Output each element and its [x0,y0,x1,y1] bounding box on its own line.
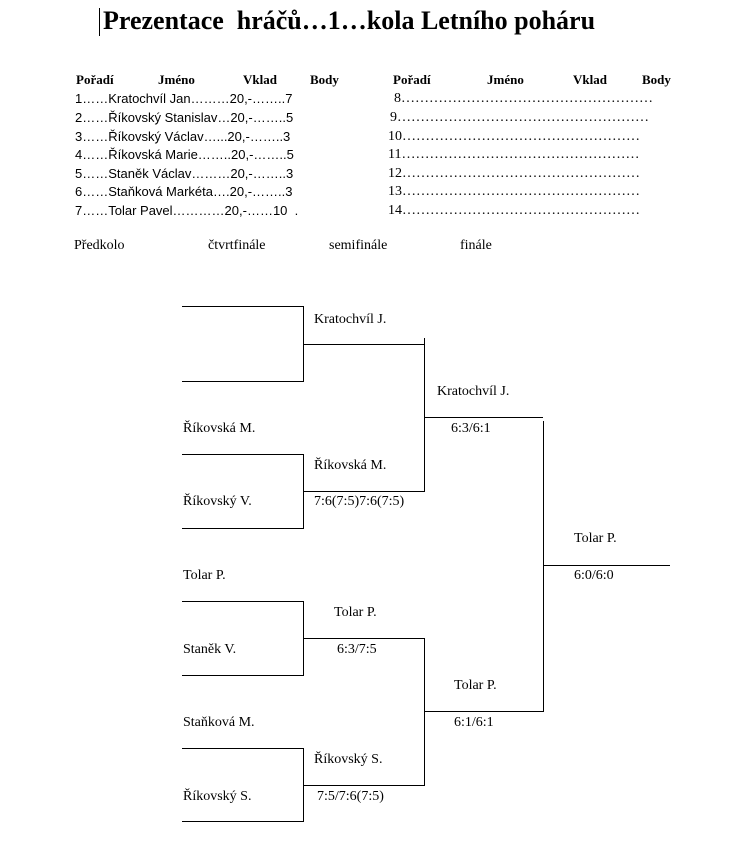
player-row: 5……Staněk Václav………20,-……..3 [75,166,294,181]
qf-winner: Tolar P. [334,605,377,620]
sf-score: 6:1/6:1 [454,715,494,730]
bracket-line [182,748,303,749]
qf-score: 7:5/7:6(7:5) [317,789,384,804]
sf-winner: Kratochvíl J. [437,384,510,399]
player-row: 3……Říkovský Václav…...20,-……..3 [75,129,291,144]
header-deposit: Vklad [243,72,277,87]
sf-score: 6:3/6:1 [451,421,491,436]
bracket-line [182,306,303,307]
r1-player: Říkovská M. [183,421,256,436]
qf-winner: Říkovská M. [314,458,387,473]
r1-player: Staňková M. [183,715,255,730]
bracket-line [303,491,424,492]
bracket-line [182,528,303,529]
player-row: 7……Tolar Pavel…………20,-……10 . [75,203,299,218]
bracket-line [424,417,543,418]
qf-score: 6:3/7:5 [337,642,377,657]
bracket-line [182,454,303,455]
bracket-line [543,565,670,566]
player-row: 4……Říkovská Marie……..20,-……..5 [75,147,294,162]
qf-winner: Kratochvíl J. [314,312,387,327]
r1-player: Tolar P. [183,568,226,583]
r1-player: Říkovský S. [183,789,252,804]
header-rank-right: Pořadí [393,72,431,87]
text-cursor [99,8,100,36]
bracket-line [424,711,543,712]
qf-score: 7:6(7:5)7:6(7:5) [314,494,405,509]
header-deposit-right: Vklad [573,72,607,87]
player-row: 1……Kratochvíl Jan………20,-……..7 [75,91,293,106]
player-row-empty: 14…………………………………………… [388,203,640,218]
header-points-right: Body [642,72,671,87]
final-score: 6:0/6:0 [574,568,614,583]
bracket-connector [424,638,425,786]
round-label-semifinal: semifinále [329,238,388,253]
header-rank: Pořadí [76,72,114,87]
player-row: 6……Staňková Markéta….20,-……..3 [75,184,293,199]
player-row-empty: 9……………………………………………… [390,110,649,125]
qf-winner: Říkovský S. [314,752,383,767]
r1-player: Říkovský V. [183,494,252,509]
round-label-final: finále [460,238,492,253]
bracket-connector [543,421,544,712]
bracket-connector [424,338,425,492]
bracket-line [182,675,303,676]
header-name: Jméno [158,72,195,87]
final-winner: Tolar P. [574,531,617,546]
page-title: Prezentace hráčů…1…kola Letního poháru [103,6,596,35]
bracket-line [182,601,303,602]
bracket-line [182,381,303,382]
player-row-empty: 10…………………………………………… [388,129,640,144]
sf-winner: Tolar P. [454,678,497,693]
bracket-line [182,821,303,822]
header-points: Body [310,72,339,87]
player-row-empty: 13…………………………………………… [388,184,640,199]
header-name-right: Jméno [487,72,524,87]
round-label-prelim: Předkolo [74,238,125,253]
bracket-line [303,785,424,786]
round-label-quarterfinal: čtvrtfinále [208,238,266,253]
bracket-line [303,638,424,639]
player-row-empty: 8……………………………………………… [394,91,653,106]
bracket-line [303,344,424,345]
r1-player: Staněk V. [183,642,237,657]
player-row: 2……Říkovský Stanislav…20,-……..5 [75,110,294,125]
player-row-empty: 11…………………………………………… [388,147,640,162]
player-row-empty: 12…………………………………………… [388,166,640,181]
